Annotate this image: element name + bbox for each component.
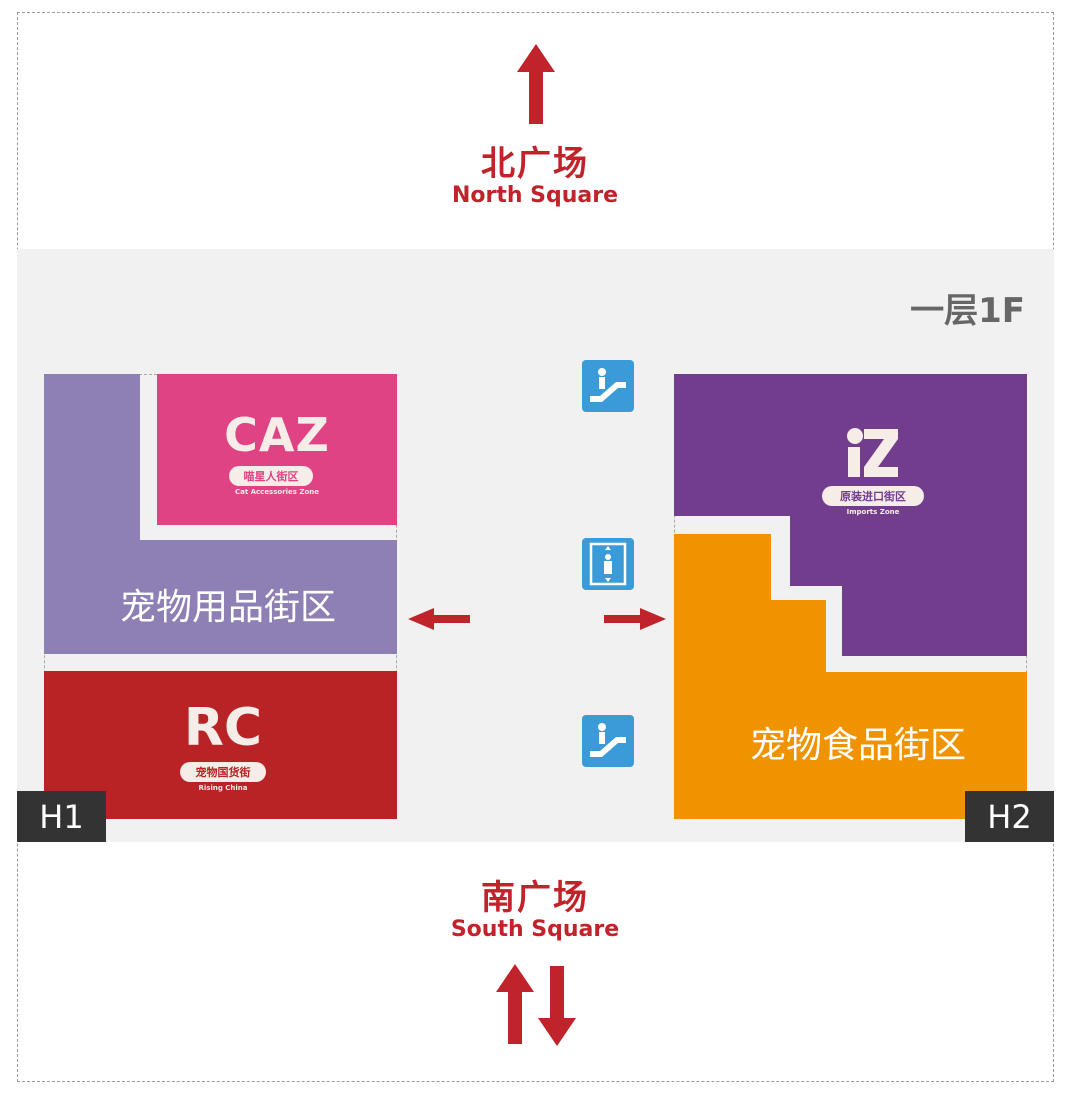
south-square-cn: 南广场 [481, 878, 589, 918]
rising-china-cn-label: 宠物国货街 [180, 762, 266, 782]
pet-food-zone [674, 534, 1027, 819]
caz-zone[interactable] [157, 374, 397, 525]
entrance-h2: H2 [965, 791, 1054, 842]
imports-en-label: Imports Zone [846, 508, 900, 516]
entrance-h1: H1 [17, 791, 106, 842]
escalator-icon [582, 360, 634, 412]
imports-cn-label: 原装进口街区 [822, 486, 924, 506]
rising-china-logo: RC [183, 698, 263, 758]
updown-arrows-icon [496, 964, 576, 1046]
zones-right-shapes [674, 374, 1027, 819]
elevator-icon [582, 538, 634, 590]
imports-zone [674, 374, 1027, 656]
arrow-right-icon [604, 608, 666, 630]
south-square-en: South Square [450, 917, 620, 942]
imports-logo-icon [847, 428, 898, 477]
pet-supplies-zone[interactable] [44, 374, 397, 656]
caz-en-label: Cat Accessories Zone [234, 488, 320, 496]
north-square-en: North Square [451, 183, 619, 208]
north-arrow-icon [517, 44, 555, 124]
caz-logo: CAZ [224, 408, 330, 462]
pet-food-label: 宠物食品街区 [749, 725, 966, 766]
pet-supplies-label: 宠物用品街区 [119, 587, 336, 628]
caz-cn-label: 喵星人街区 [229, 466, 313, 486]
arrow-left-icon [408, 608, 470, 630]
north-square-cn: 北广场 [481, 144, 589, 184]
rising-china-en-label: Rising China [198, 784, 248, 792]
escalator-icon [582, 715, 634, 767]
floor-label: 一层1F [910, 291, 1025, 331]
